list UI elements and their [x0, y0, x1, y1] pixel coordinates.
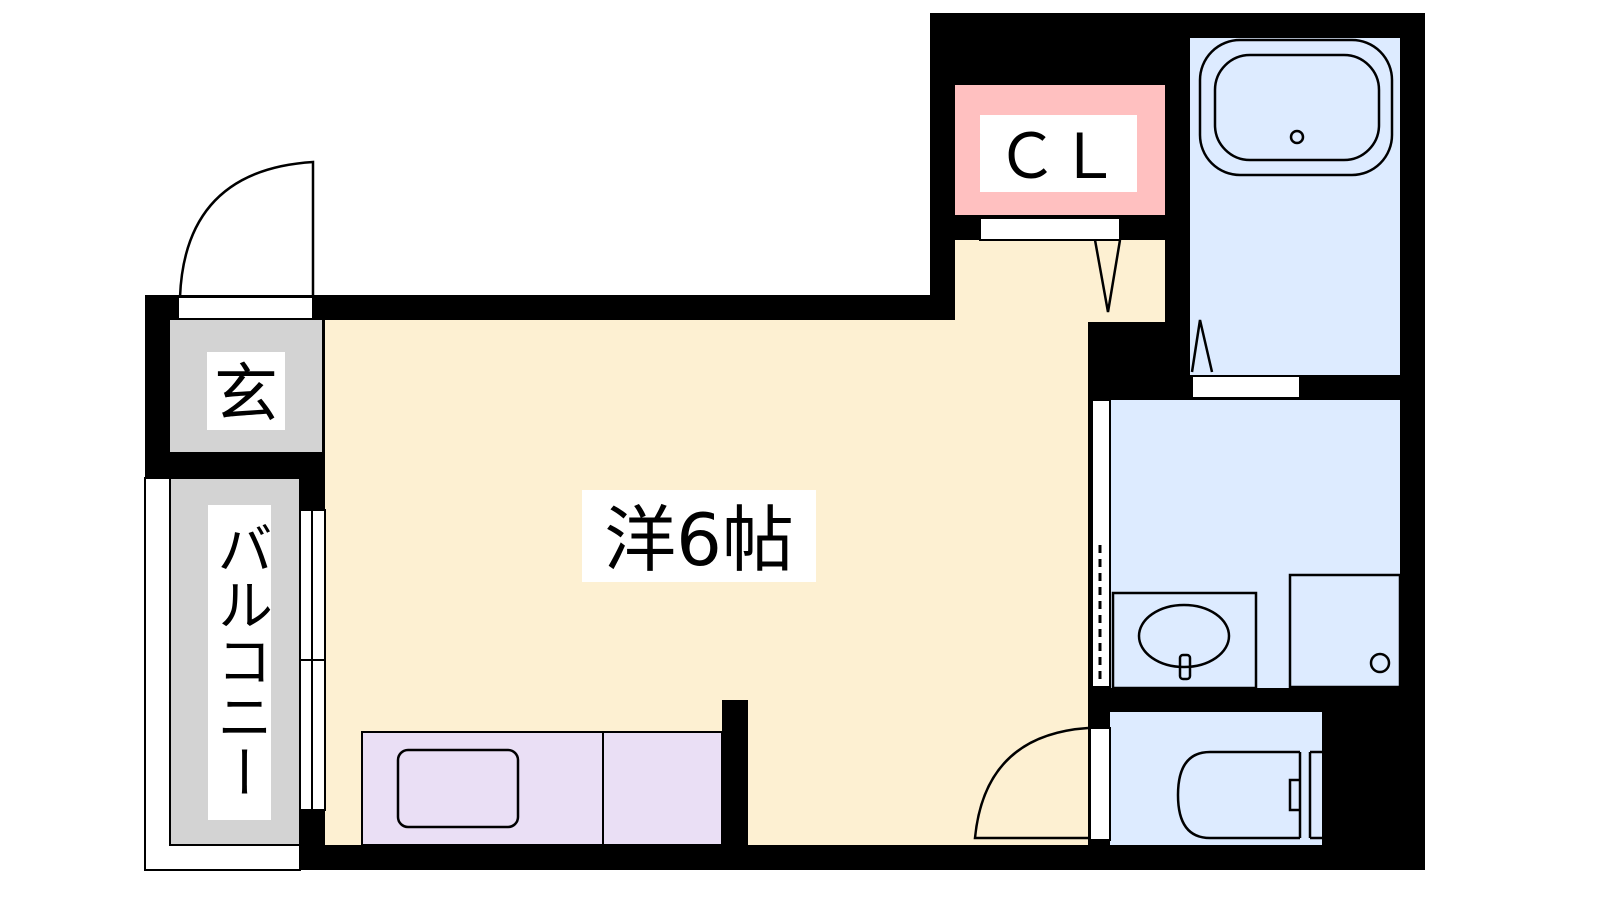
western-room-alcove: [955, 240, 1165, 322]
toilet-door[interactable]: [1089, 727, 1111, 841]
toilet-icon: [1176, 750, 1322, 840]
entrance-label: 玄: [214, 358, 278, 432]
closet-label: ＣＬ: [996, 120, 1120, 193]
sink-icon: [396, 748, 520, 829]
bathtub-icon: [1198, 38, 1394, 177]
western-room-label: 洋6帖: [604, 498, 794, 582]
washing-machine-icon: [1288, 573, 1402, 689]
washbasin-icon: [1111, 591, 1258, 690]
bathroom-door[interactable]: [1191, 375, 1301, 399]
bathroom: [1190, 38, 1400, 375]
washroom-sliding-door[interactable]: [1091, 399, 1111, 688]
toilet-room: [1110, 712, 1322, 845]
balcony-label: バルコニー: [208, 520, 273, 800]
closet-door[interactable]: [979, 217, 1121, 241]
entrance-door[interactable]: [177, 296, 314, 320]
kitchen-wall: [722, 700, 748, 845]
